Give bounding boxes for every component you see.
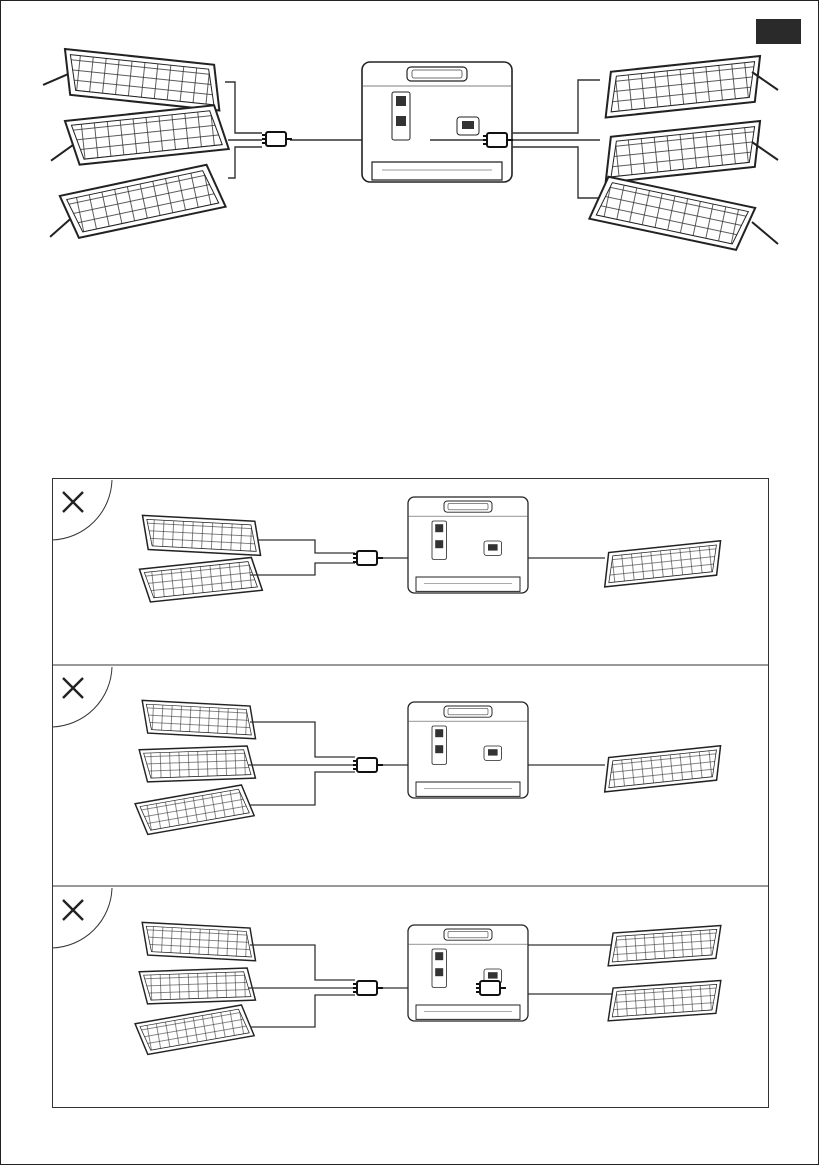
solar-panel (606, 981, 723, 1021)
power-station (408, 925, 528, 1021)
solar-panel (601, 541, 724, 587)
cables-left (225, 82, 380, 178)
power-station (408, 497, 528, 593)
y-connector-left (262, 132, 292, 146)
solar-panel (139, 746, 255, 782)
solar-panel-left-2 (47, 104, 229, 167)
solar-panel-right-1 (601, 56, 765, 117)
solar-panel (606, 926, 723, 966)
solar-panel-left-3 (42, 163, 225, 244)
solar-panel (140, 922, 257, 960)
cross-icon (63, 678, 83, 698)
solar-panel (139, 557, 262, 603)
solar-panel (601, 746, 724, 792)
cross-icon (63, 492, 83, 512)
incorrect-example-2 (52, 667, 724, 836)
solar-panel (135, 784, 254, 836)
solar-panel (141, 515, 263, 555)
solar-panel-left-1 (42, 47, 224, 110)
incorrect-example-3 (52, 888, 723, 1056)
y-connector (353, 981, 383, 995)
power-station (408, 702, 528, 798)
cross-icon (63, 900, 83, 920)
power-station (362, 62, 512, 182)
solar-panel (135, 1004, 254, 1056)
solar-panel (139, 968, 255, 1004)
y-connector (353, 758, 383, 772)
y-connector (353, 551, 383, 565)
incorrect-example-1 (52, 480, 724, 603)
top-diagram (42, 47, 778, 252)
solar-panel-right-3 (589, 175, 755, 252)
solar-panel (140, 700, 257, 738)
solar-panel-right-2 (601, 121, 765, 182)
